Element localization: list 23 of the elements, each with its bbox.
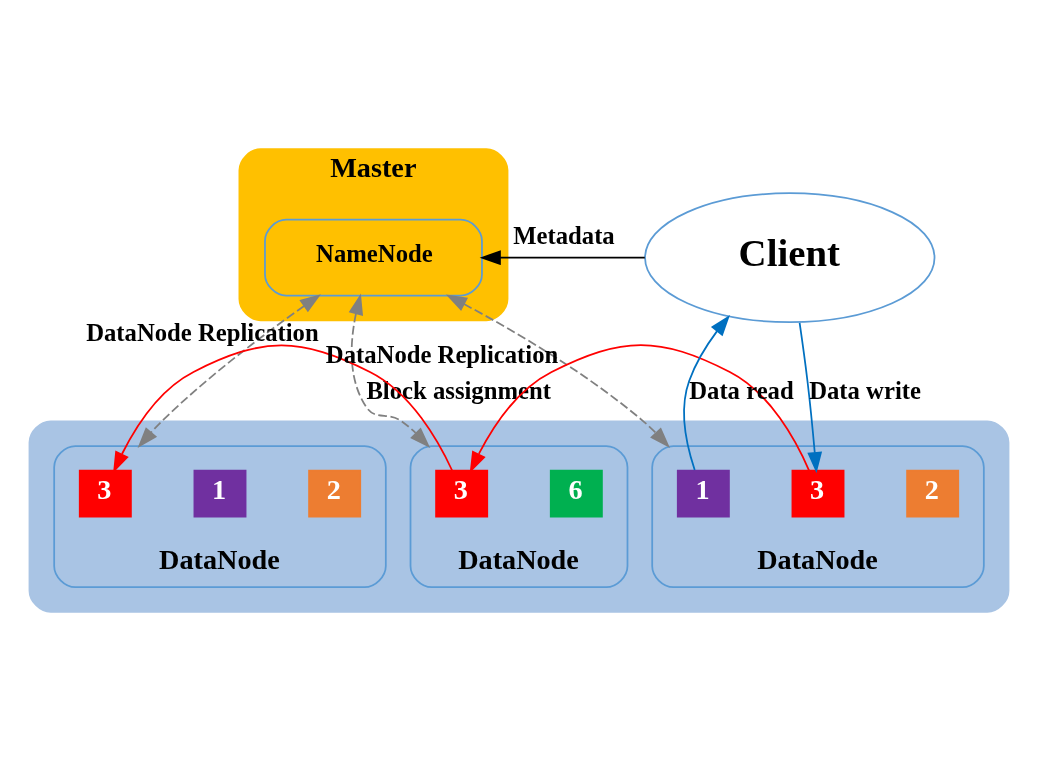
arrow [137, 293, 321, 448]
node-box: 3 [791, 469, 845, 517]
edge-label: DataNode Replication [325, 340, 559, 368]
node-box: NameNode [264, 218, 483, 296]
node-box: 1 [193, 469, 247, 517]
arrow [445, 294, 670, 448]
arrow [469, 343, 810, 473]
arrow [479, 249, 646, 265]
node-ellipse: Client [644, 191, 936, 323]
node-box: 2 [308, 469, 362, 517]
arrow [683, 314, 730, 471]
edge-label: Data write [809, 376, 921, 404]
node-box: 1 [676, 469, 730, 517]
cluster [28, 419, 1010, 613]
arrow [113, 344, 453, 473]
node-box: 6 [549, 469, 603, 517]
node-box: 3 [78, 469, 132, 517]
arrow [798, 321, 823, 473]
node-box: 3 [435, 469, 489, 517]
node-box: 2 [906, 469, 960, 517]
arrow [348, 293, 431, 448]
edge-label: Metadata [513, 221, 615, 249]
edge-label: DataNode Replication [86, 318, 319, 346]
